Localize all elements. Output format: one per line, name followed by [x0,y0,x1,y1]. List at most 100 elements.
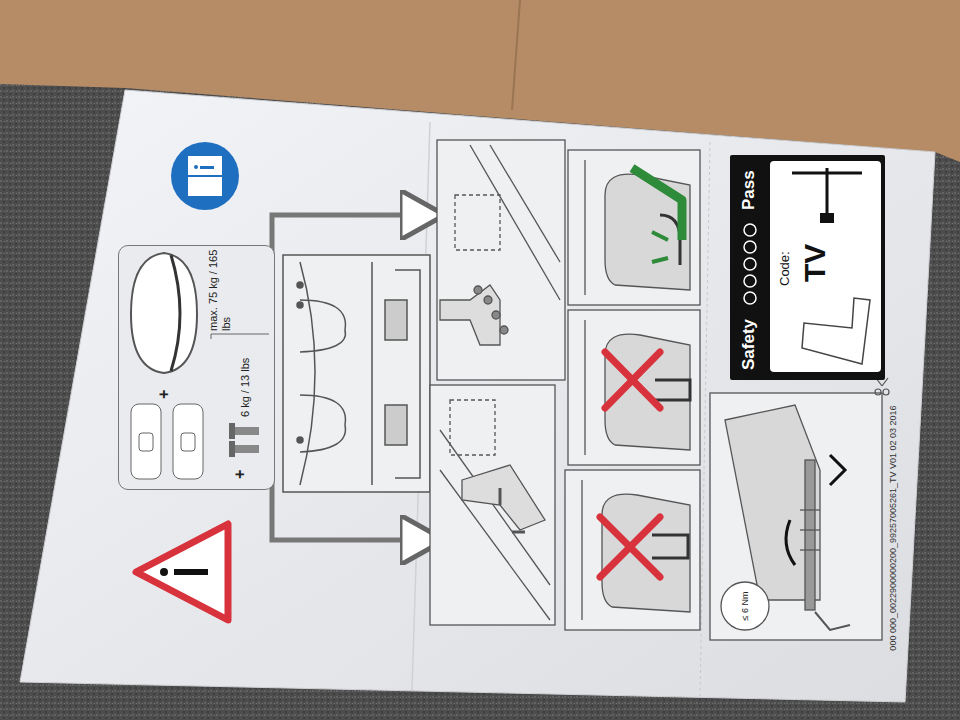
sketch-line [883,389,889,395]
panel-text: Pass [739,158,759,210]
sketch-line [802,298,870,364]
sketch-line [584,160,585,295]
sketch-line [385,405,407,445]
warning-triangle [136,524,228,620]
sketch-line [744,258,756,270]
sketch-line [605,352,660,408]
sketch-line [200,166,214,169]
sketch-line [231,427,259,435]
sketch-line [437,140,565,380]
sketch-line [371,262,373,485]
sketch-line [174,569,208,575]
torque-detail [710,393,882,640]
sketch-line [786,520,795,565]
sketch-line [584,320,585,455]
document-code: 000 000_0022900000200_99257005261_TV V01… [888,405,898,650]
sketch-line [512,531,525,534]
sketch-line [568,310,700,465]
sketch-line [470,145,560,300]
panel-text: Safety [739,308,759,370]
sketch-line [805,460,815,610]
sketch-line [744,275,756,287]
sketch-line [792,172,862,175]
sketch-line [710,393,882,640]
sketch-line [450,400,495,455]
sketch-line [297,437,303,443]
sketch-line [492,311,500,319]
sketch-line [700,142,710,696]
sketch-line [820,213,834,223]
sketch-line [581,480,582,620]
sketch-line [283,255,430,492]
sketch-line [605,334,690,450]
load-panel: max. 75 kg / 165 lbs + +6 kg / 13 lbs [118,245,275,490]
sketch-line [602,494,690,612]
sketch-line [568,150,700,305]
sketch-line [20,90,935,702]
sketch-line [462,465,545,530]
sketch-line [744,292,756,304]
sketch-line [300,300,345,352]
sketch-line [800,549,820,550]
sketch-line [652,535,688,558]
sketch-line [173,404,203,479]
panel-sketch [119,244,276,489]
hook-detail [565,150,700,630]
pointer-arrow [272,215,440,300]
safety-label: SafetyPassCode:TV [730,155,885,380]
sketch-line [600,517,660,577]
panel-text: TV [798,232,833,282]
panel-text: max. 75 kg / 165 lbs [207,249,232,331]
sketch-line [826,168,829,218]
sketch-line [655,380,690,400]
sketch-line [484,296,492,304]
cross-mark [600,352,660,577]
panel-text: + [231,459,249,479]
sketch-line [605,174,690,290]
sketch-line [297,282,303,288]
sketch-line [600,517,660,577]
sketch-line [160,568,168,576]
sketch-line [652,258,668,262]
sketch-line [565,470,700,630]
sketch-line [499,488,502,505]
sketch-line [188,156,222,196]
sketch-line [632,168,682,240]
sketch-line [512,0,520,110]
sketch-line [229,423,235,439]
sketch-line [297,302,303,308]
sketch-line [652,232,668,240]
sketch-line [300,395,345,452]
sketch-line [131,253,197,373]
sketch-line [139,433,153,451]
scissors-symbol [875,378,889,395]
sketch-line [194,165,198,169]
sketch-line [440,285,500,345]
pointer-arrow [272,452,440,540]
sketch-line [815,612,850,630]
sketch-line [605,352,660,408]
panel-text: + [155,379,173,399]
sketch-line [744,241,756,253]
sketch-line [181,433,195,451]
panel-text: 6 kg / 13 lbs [239,335,252,417]
sketch-line [875,389,881,395]
sketch-line [229,441,235,457]
sketch-line [500,326,508,334]
sketch-line [800,509,820,510]
sketch-line [231,445,259,453]
sketch-line [171,255,180,371]
sketch-line [455,195,500,250]
sketch-line [385,300,407,340]
sketch-line [800,529,820,530]
sketch-line [430,385,555,625]
sketch-line [136,524,228,620]
sketch-line [744,224,756,236]
sketch-line [474,286,482,294]
torque-value: ≤ 6 Nm [740,592,750,621]
torque-badge [721,582,769,630]
car-rear-view [283,255,430,492]
manual-icon [171,142,239,210]
sketch-line [188,175,222,177]
